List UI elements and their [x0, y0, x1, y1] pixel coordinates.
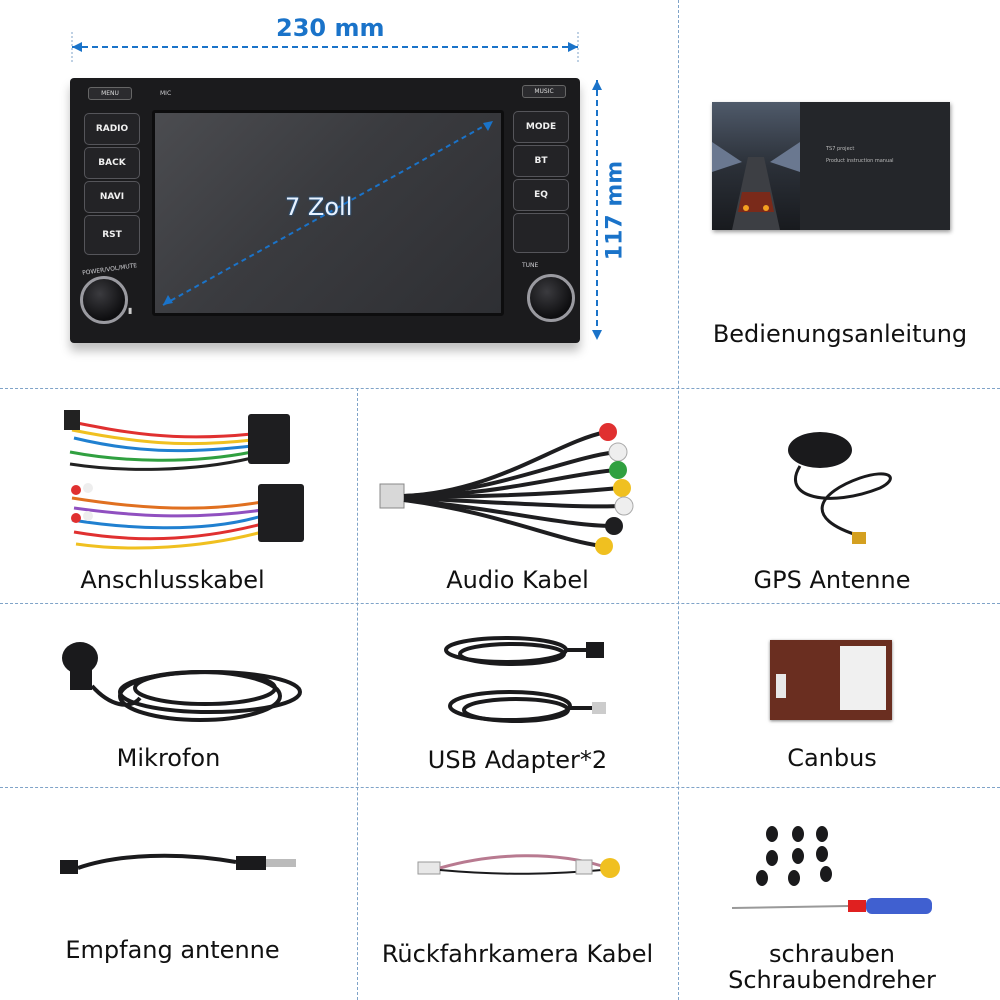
- harness-graphic: [64, 410, 304, 550]
- display-screen: 7 Zoll: [152, 110, 504, 316]
- caption-anschlusskabel: Anschlusskabel: [80, 566, 265, 594]
- bt-button[interactable]: BT: [513, 145, 569, 177]
- canbus-connector: [776, 674, 786, 698]
- caption-rueckfahrkamera-kabel: Rückfahrkamera Kabel: [381, 940, 654, 968]
- screws-graphic: [731, 826, 932, 914]
- mute-icon: ▮: [128, 306, 133, 315]
- width-label: 230 mm: [276, 14, 385, 42]
- grid-divider-v1: [678, 0, 679, 1000]
- audio-cable-graphic: [379, 423, 634, 555]
- caption-schrauben: schrauben: [769, 940, 895, 968]
- diagonal-arrow: [162, 120, 494, 306]
- tune-label: TUNE: [522, 262, 539, 269]
- caption-gps-antenne: GPS Antenne: [753, 566, 911, 594]
- navi-button[interactable]: NAVI: [84, 181, 140, 213]
- blank-button[interactable]: [513, 213, 569, 253]
- camera-cable-graphic: [417, 854, 620, 878]
- gps-antenna-graphic: [788, 432, 892, 544]
- tune-knob[interactable]: [527, 274, 575, 322]
- radio-button[interactable]: RADIO: [84, 113, 140, 145]
- caption-canbus: Canbus: [787, 744, 877, 772]
- music-button[interactable]: MUSIC: [522, 85, 566, 98]
- road-graphic: [712, 142, 800, 230]
- grid-divider-v2: [357, 388, 358, 1000]
- microphone-graphic: [62, 642, 302, 722]
- caption-empfang-antenne: Empfang antenne: [65, 936, 280, 964]
- caption-mikrofon: Mikrofon: [116, 744, 221, 772]
- diagonal-label: 7 Zoll: [285, 193, 353, 221]
- caption-usb-adapter: USB Adapter*2: [427, 746, 608, 774]
- menu-button[interactable]: MENU: [88, 87, 132, 100]
- mic-label: MIC: [160, 90, 172, 97]
- usb-cable-graphic: [444, 636, 606, 723]
- power-label: POWER/VOL/MUTE: [81, 262, 138, 277]
- manual-booklet: TS7 project Product instruction manual: [712, 102, 950, 230]
- head-unit: MENU MIC MUSIC 7 Zoll RADIO BACK NAVI RS…: [70, 78, 580, 343]
- grid-divider-h3: [0, 787, 1000, 788]
- caption-schraubendreher: Schraubendreher: [728, 966, 936, 994]
- manual-line2: Product instruction manual: [826, 158, 894, 164]
- width-arrow: [71, 32, 579, 62]
- manual-line1: TS7 project: [826, 146, 855, 152]
- back-button[interactable]: BACK: [84, 147, 140, 179]
- canbus-box: [770, 640, 892, 720]
- grid-divider-h2: [0, 603, 1000, 604]
- caption-bedienungsanleitung: Bedienungsanleitung: [712, 320, 968, 348]
- height-label: 117 mm: [602, 160, 628, 261]
- eq-button[interactable]: EQ: [513, 179, 569, 211]
- mode-button[interactable]: MODE: [513, 111, 569, 143]
- radio-antenna-graphic: [60, 853, 296, 874]
- rst-button[interactable]: RST: [84, 215, 140, 255]
- canbus-sticker: [840, 646, 886, 710]
- manual-cover-image: [712, 102, 800, 230]
- grid-divider-h1: [0, 388, 1000, 389]
- height-arrow: [592, 80, 602, 340]
- volume-knob[interactable]: [80, 276, 128, 324]
- caption-audio-kabel: Audio Kabel: [446, 566, 589, 594]
